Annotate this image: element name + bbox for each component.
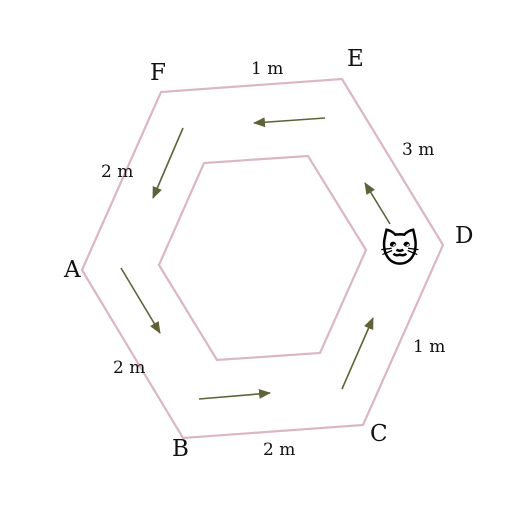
arrow-d-to-e bbox=[364, 182, 391, 225]
side-length-ab: 2 m bbox=[113, 358, 145, 378]
side-length-ef: 1 m bbox=[251, 59, 283, 79]
arrow-f-to-a bbox=[152, 127, 184, 199]
arrow-b-to-c bbox=[198, 388, 271, 400]
cat-icon: 🐱 bbox=[380, 227, 420, 271]
vertex-label-d: D bbox=[455, 223, 473, 249]
arrow-a-to-b bbox=[120, 267, 161, 334]
direction-arrows bbox=[120, 117, 391, 400]
vertex-label-b: B bbox=[172, 436, 189, 462]
side-length-bc: 2 m bbox=[263, 440, 295, 460]
outer-hexagon bbox=[80, 77, 445, 440]
vertex-label-c: C bbox=[370, 421, 388, 447]
side-length-cd: 1 m bbox=[413, 337, 445, 357]
vertex-label-e: E bbox=[347, 46, 364, 72]
vertex-label-a: A bbox=[63, 257, 81, 283]
side-length-fa: 2 m bbox=[101, 162, 133, 182]
vertex-label-f: F bbox=[150, 60, 166, 86]
arrow-e-to-f bbox=[253, 117, 326, 128]
arrow-c-to-d bbox=[341, 317, 374, 390]
inner-hexagon bbox=[157, 154, 368, 362]
side-length-de: 3 m bbox=[402, 140, 434, 160]
